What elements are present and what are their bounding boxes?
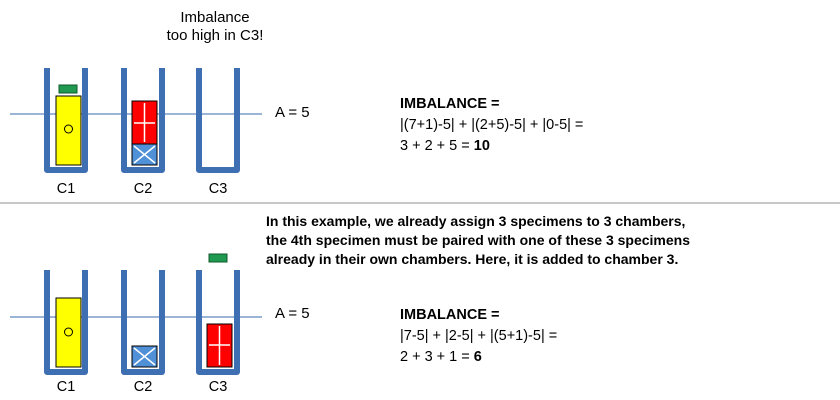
chamber-c1 (44, 68, 88, 173)
green-tag (58, 84, 78, 94)
formula-title: IMBALANCE = (400, 307, 500, 323)
chamber-label-c2: C2 (133, 181, 153, 197)
top-panel (10, 68, 262, 173)
imbalance-note: Imbalance too high in C3! (150, 9, 280, 45)
formula-line2: 2 + 3 + 1 = 6 (400, 348, 482, 366)
chamber-c1 (44, 270, 88, 375)
formula-line1: |7-5| + |2-5| + |(5+1)-5| = (400, 328, 558, 344)
formula-line2-prefix: 3 + 2 + 5 = (400, 138, 474, 154)
formula-line1: |(7+1)-5| + |(2+5)-5| + |0-5| = (400, 117, 584, 133)
description-line2: the 4th specimen must be paired with one… (266, 232, 690, 248)
description-line1: In this example, we already assign 3 spe… (266, 213, 686, 229)
formula-line2: 3 + 2 + 5 = 10 (400, 137, 490, 155)
formula-result: 10 (473, 138, 490, 154)
chamber-c2 (121, 68, 165, 173)
blue-specimen-cross-b (133, 145, 156, 164)
formula-title: IMBALANCE = (400, 96, 500, 112)
chamber-c2 (121, 270, 165, 375)
bottom-panel (10, 253, 262, 375)
yellow-specimen-mark (64, 327, 73, 337)
formula-line2-prefix: 2 + 3 + 1 = (400, 349, 474, 365)
green-tag (208, 253, 228, 263)
imbalance-note-line2: too high in C3! (166, 27, 264, 44)
a-label: A = 5 (275, 104, 310, 121)
yellow-specimen (55, 95, 82, 166)
chamber-label-c3: C3 (208, 181, 228, 197)
description-line3: already in their own chambers. Here, it … (266, 251, 679, 267)
chamber-label-c1: C1 (56, 379, 76, 395)
chamber-label-c1: C1 (56, 181, 76, 197)
chamber-label-c3: C3 (208, 379, 228, 395)
chamber-c3 (196, 68, 240, 173)
example-description: In this example, we already assign 3 spe… (266, 212, 690, 269)
blue-specimen-cross-b (133, 347, 156, 366)
chamber-label-c2: C2 (133, 379, 153, 395)
yellow-specimen (55, 297, 82, 368)
formula-result: 6 (473, 349, 482, 365)
imbalance-note-line1: Imbalance (180, 9, 250, 26)
chamber-c3 (196, 270, 240, 375)
a-label: A = 5 (275, 305, 310, 322)
yellow-specimen-mark (64, 124, 73, 134)
